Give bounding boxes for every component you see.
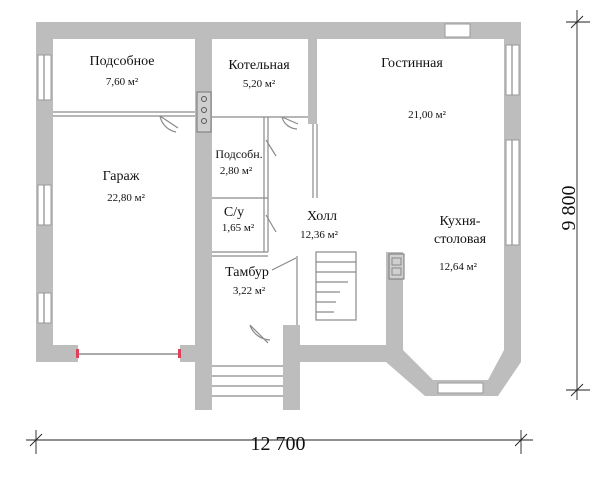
dimension-width: 12 700: [26, 430, 533, 455]
room-garazh-area: 22,80 м²: [107, 192, 145, 204]
window-top-gost: [444, 23, 471, 38]
dim-depth-tick-bottom: [570, 383, 584, 397]
room-holl-area: 12,36 м²: [300, 229, 338, 241]
wall-partition-main: [195, 22, 212, 362]
wall-porch-left: [195, 345, 212, 410]
window-bay-center: [437, 382, 484, 394]
room-tambur-area: 3,22 м²: [233, 285, 266, 297]
room-podsobn-area: 2,80 м²: [220, 165, 253, 177]
room-kuhnya-name-2: столовая: [434, 232, 487, 247]
wall-top: [36, 22, 521, 39]
room-holl-name: Холл: [307, 209, 337, 224]
room-gostinnaya-name: Гостинная: [381, 56, 443, 71]
wall-kotel-gost: [308, 22, 317, 124]
dim-depth-tick-top: [570, 15, 584, 29]
room-kotelnaya-area: 5,20 м²: [243, 78, 276, 90]
chimney-kitchen: [388, 253, 405, 280]
garage-door: [76, 349, 181, 358]
chimney-flue-2: [201, 107, 207, 113]
door-podsobn: [265, 139, 277, 157]
chimney-kitchen-cell-2: [391, 267, 402, 276]
stairs-inner: [315, 251, 357, 321]
bay-window: [386, 350, 521, 396]
wall-bottom-garage-left: [36, 345, 78, 362]
room-su-area: 1,65 м²: [222, 222, 255, 234]
walls: [36, 22, 521, 410]
door-su: [265, 214, 277, 233]
chimney-flue-1: [201, 96, 207, 102]
chimney-flue-3: [201, 118, 207, 124]
doors: [159, 115, 299, 344]
room-tambur-name: Тамбур: [225, 265, 269, 280]
door-kotelnaya: [281, 116, 299, 130]
dim-depth-label: 9 800: [558, 186, 580, 231]
dimension-depth: 9 800: [558, 10, 590, 400]
door-podsobnoe: [159, 115, 179, 133]
dim-width-label: 12 700: [251, 433, 306, 455]
room-kuhnya-name-1: Кухня-: [440, 214, 481, 229]
room-podsobnoe-area: 7,60 м²: [106, 76, 139, 88]
garage-door-post-right: [178, 349, 181, 358]
room-kotelnaya-name: Котельная: [228, 58, 290, 73]
chimney-kitchen-cell: [391, 257, 402, 266]
garage-door-post-left: [76, 349, 79, 358]
porch-steps: [212, 365, 283, 397]
room-gostinnaya-area: 21,00 м²: [408, 109, 446, 121]
room-podsobn-name: Подсобн.: [215, 147, 262, 161]
door-tambur: [271, 257, 297, 271]
wall-porch-right: [283, 325, 300, 410]
wall-hall-bottom: [300, 345, 400, 361]
stairs-frame: [315, 251, 357, 321]
windows: [37, 23, 520, 394]
dim-width-tick-left: [29, 433, 43, 447]
room-kuhnya-area: 12,64 м²: [439, 261, 477, 273]
room-labels: Подсобное 7,60 м² Котельная 5,20 м² Гост…: [89, 54, 486, 297]
door-entrance: [249, 324, 271, 344]
dim-width-tick-right: [514, 433, 528, 447]
room-su-name: С/у: [224, 205, 244, 220]
room-garazh-name: Гараж: [103, 169, 140, 184]
room-podsobnoe-name: Подсобное: [89, 54, 154, 69]
